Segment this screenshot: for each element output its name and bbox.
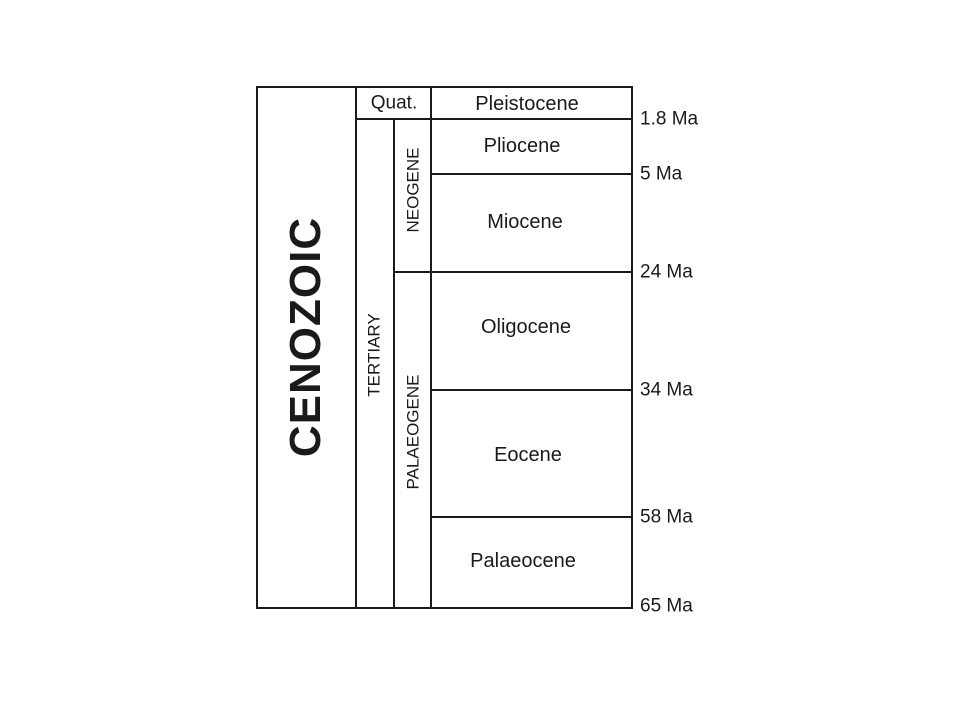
subperiod-palaeogene-label: PALAEOGENE xyxy=(403,374,423,490)
epoch-label: Eocene xyxy=(494,444,562,466)
boundary-age-label: 5 Ma xyxy=(640,163,683,185)
boundary-age-label: 65 Ma xyxy=(640,595,693,617)
epoch-label: Oligocene xyxy=(480,316,572,338)
epoch-label: Miocene xyxy=(487,211,563,233)
divider-era xyxy=(355,86,357,609)
line-neogene-palaeogene xyxy=(393,271,633,273)
boundary-age-label: 1.8 Ma xyxy=(640,108,699,130)
divider-period xyxy=(393,118,395,609)
line-pliocene-miocene xyxy=(430,173,633,175)
divider-subperiod xyxy=(430,86,432,609)
line-oligocene-eocene xyxy=(430,389,633,391)
boundary-age-label: 34 Ma xyxy=(640,379,693,401)
epoch-label: Palaeocene xyxy=(470,550,576,572)
epoch-label: Pliocene xyxy=(483,135,561,157)
line-quat-boundary xyxy=(355,118,633,120)
era-label: CENOZOIC xyxy=(281,216,330,458)
chart-frame xyxy=(256,86,633,609)
line-eocene-palaeocene xyxy=(430,516,633,518)
period-quat-label: Quat. xyxy=(370,92,418,114)
period-tertiary-label: TERTIARY xyxy=(364,313,384,397)
boundary-age-label: 24 Ma xyxy=(640,261,693,283)
boundary-age-label: 58 Ma xyxy=(640,506,693,528)
epoch-label: Pleistocene xyxy=(475,93,579,115)
subperiod-neogene-label: NEOGENE xyxy=(403,147,423,233)
